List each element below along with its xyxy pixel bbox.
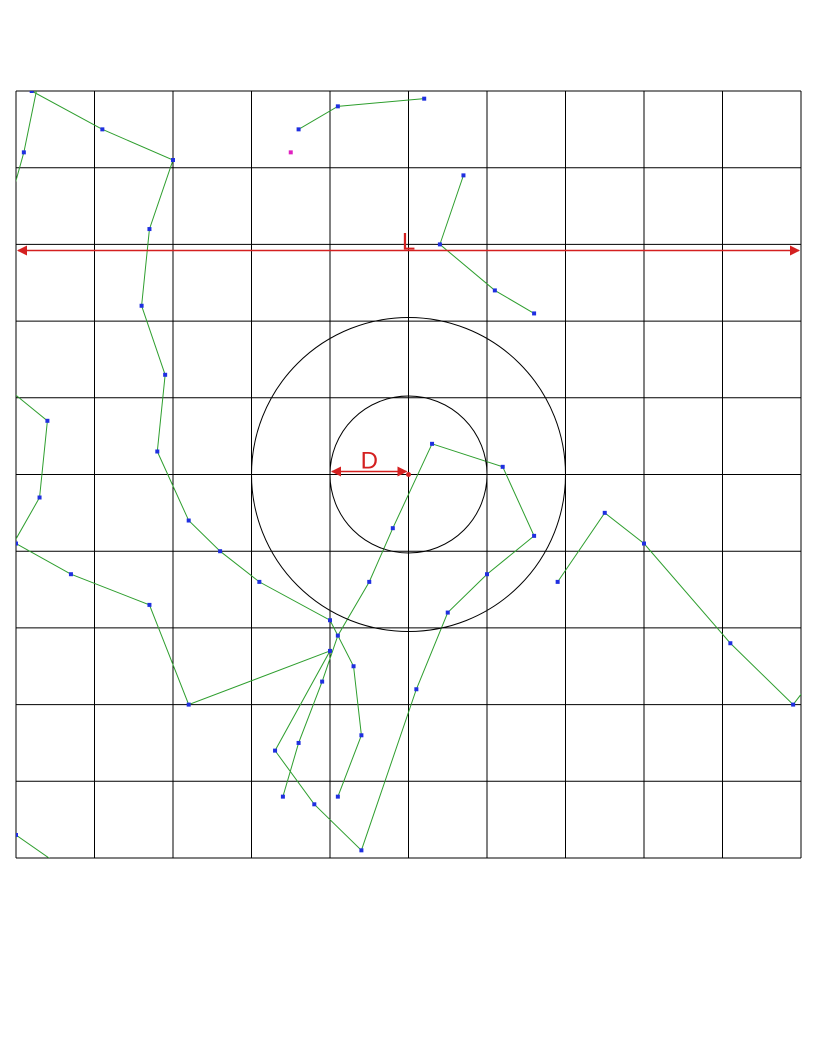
walk-point [21,150,26,155]
walk-point [532,533,537,538]
walk-point [532,311,537,316]
walk-point [139,303,144,308]
walk-path [557,512,801,706]
walk-point [351,664,356,669]
walk-point [163,372,168,377]
walk-path [298,98,425,130]
walk-point [29,91,34,93]
walk-point [422,96,427,101]
walk-point [22,12,26,16]
walk-point [390,526,395,531]
walk-point [335,633,340,638]
walk-point [437,242,442,247]
walk-point [485,572,489,577]
center-point [406,472,411,477]
walk-point [414,687,419,692]
outer-circle [251,317,566,632]
walk-point [16,541,18,546]
walk-point [0,511,2,515]
walk-point [296,127,301,132]
walk-point [602,510,607,515]
walk-point [273,748,278,753]
walk-point [100,127,105,132]
walk-path [31,91,362,797]
walk-point [171,158,175,163]
target-circles [251,317,566,632]
walk-point [312,802,317,807]
walk-point [328,618,332,623]
walk-point [335,104,340,109]
walk-point [367,579,372,584]
walk-path [16,394,48,540]
walk-point [0,764,2,768]
walk-point [257,579,262,584]
inner-circle [329,395,488,554]
grid [15,90,802,859]
walk-point [186,702,191,707]
walk-point [430,441,435,446]
length-label: L [402,229,415,256]
walk-point [186,518,191,523]
walk-point [359,848,364,853]
walk-path [439,175,535,314]
walk-point [0,565,2,569]
walk-point [296,740,301,745]
walk-point [320,679,325,684]
walk-point [147,227,152,232]
walk-point [642,541,646,546]
walk-path [16,443,535,852]
distance-label: D [361,448,378,475]
walk-point [68,572,73,577]
walk-paths [0,12,801,875]
walk-point [461,173,466,178]
walk-point [0,20,2,24]
walk-point [328,648,332,653]
walk-path [16,91,37,183]
walk-point [38,74,42,78]
walk-path [16,832,50,858]
walk-point [500,464,505,469]
walk-point [555,579,560,584]
walk-point [0,380,2,384]
walk-point [147,602,152,607]
walk-point [218,549,223,554]
walk-point [445,610,450,615]
walk-point [45,418,50,423]
walk-point [16,832,18,837]
walk-point [155,449,160,454]
walk-point [69,871,73,875]
walk-point [728,641,733,646]
walk-point [280,794,285,799]
walk-point [0,235,2,239]
walk-point [359,733,364,738]
walk-point [37,495,42,500]
walk-point [335,794,340,799]
start-point [288,150,293,155]
walk-point [791,702,796,707]
walk-point [492,288,497,293]
annotations: L D [17,229,800,477]
